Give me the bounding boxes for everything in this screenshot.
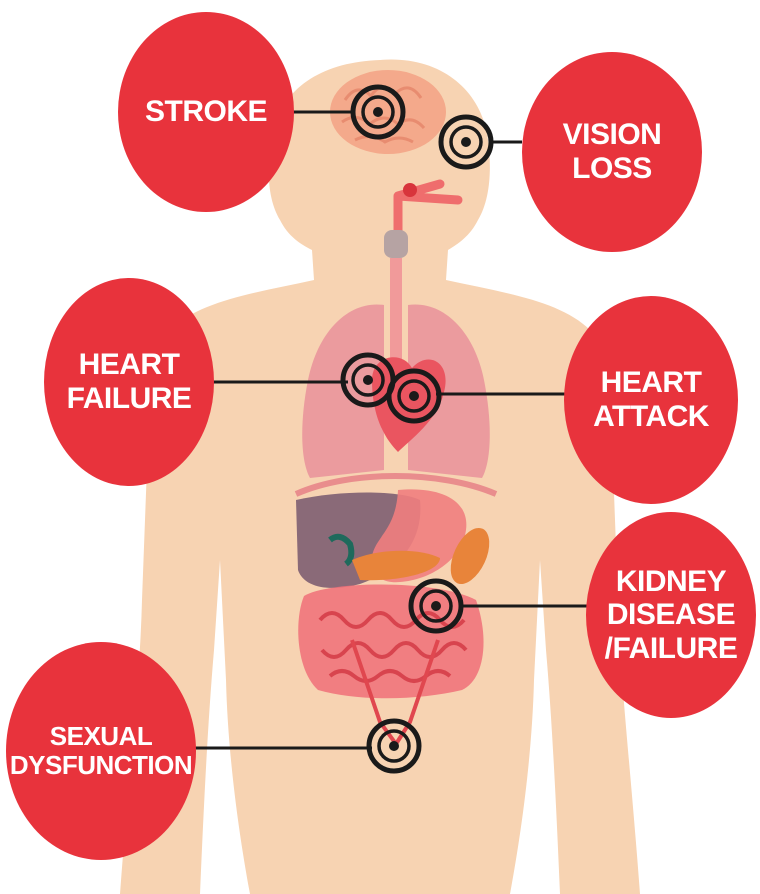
stroke-target-icon: [353, 87, 403, 137]
heart-attack-callout: HEART ATTACK: [564, 296, 738, 504]
vision-loss-target-ring: [461, 137, 471, 147]
heart-failure-label-line-2: FAILURE: [67, 382, 192, 416]
kidney-label-line-3: /FAILURE: [605, 632, 738, 666]
heart-failure-target-icon: [343, 355, 393, 405]
heart-failure-callout: HEART FAILURE: [44, 278, 214, 486]
sexual-dysfunction-target-ring: [389, 741, 399, 751]
sexual-dysfunction-label: SEXUAL DYSFUNCTION: [10, 722, 192, 780]
kidney-label-line-1: KIDNEY: [605, 565, 738, 599]
heart-failure-label: HEART FAILURE: [67, 348, 192, 415]
heart-failure-target-ring: [363, 375, 373, 385]
heart-attack-label: HEART ATTACK: [593, 366, 709, 433]
heart-attack-label-line-2: ATTACK: [593, 400, 709, 434]
heart-failure-label-line-1: HEART: [67, 348, 192, 382]
stroke-target-ring: [373, 107, 383, 117]
vision-loss-callout: VISION LOSS: [522, 52, 702, 252]
kidney-target-icon: [411, 581, 461, 631]
heart-attack-label-line-1: HEART: [593, 366, 709, 400]
sexual-dysfunction-target-icon: [369, 721, 419, 771]
stroke-callout: STROKE: [118, 12, 294, 212]
vision-loss-label: VISION LOSS: [563, 118, 662, 185]
vision-loss-label-line-1: VISION: [563, 118, 662, 152]
kidney-callout: KIDNEY DISEASE /FAILURE: [586, 512, 756, 718]
stroke-label-line-1: STROKE: [145, 95, 267, 129]
kidney-label-line-2: DISEASE: [605, 598, 738, 632]
vision-loss-target-icon: [441, 117, 491, 167]
vision-loss-label-line-2: LOSS: [563, 152, 662, 186]
sexual-dysfunction-label-line-2: DYSFUNCTION: [10, 751, 192, 780]
stroke-label: STROKE: [145, 95, 267, 129]
heart-attack-target-icon: [389, 371, 439, 421]
kidney-target-ring: [431, 601, 441, 611]
heart-attack-target-ring: [409, 391, 419, 401]
sexual-dysfunction-callout: SEXUAL DYSFUNCTION: [6, 642, 196, 860]
kidney-label: KIDNEY DISEASE /FAILURE: [605, 565, 738, 666]
sexual-dysfunction-label-line-1: SEXUAL: [10, 722, 192, 751]
